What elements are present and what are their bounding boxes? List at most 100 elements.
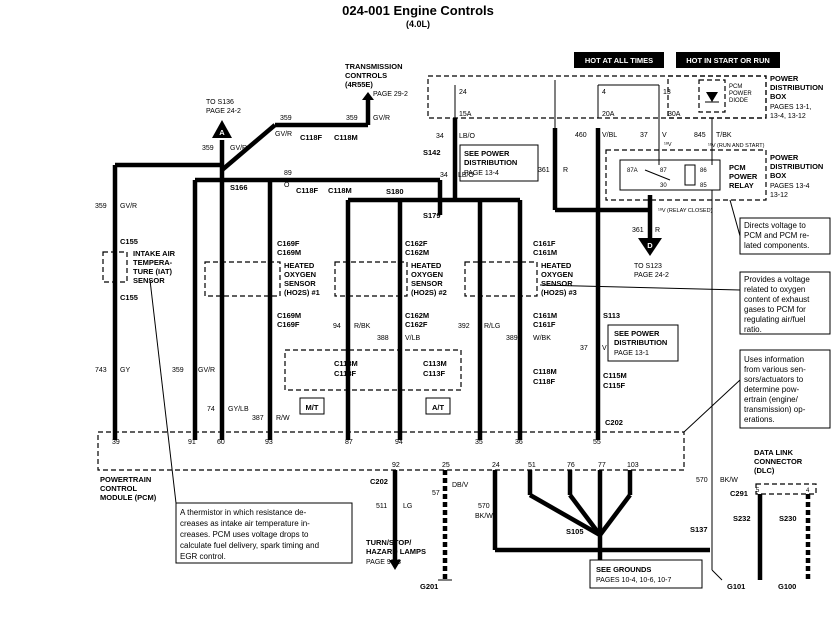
wire-511: 511 — [376, 503, 387, 510]
see-power-dist-2: SEE POWER DISTRIBUTION PAGE 13-1 — [607, 324, 679, 362]
pcm-pin-51: 51 — [528, 462, 536, 469]
see-grounds-box: SEE GROUNDS PAGES 10-4, 10-6, 10-7 — [589, 559, 703, 589]
pcm-pin-60: 60 — [217, 439, 225, 446]
wire-r: R — [563, 167, 568, 174]
pcm-note-1: Uses information — [744, 355, 804, 364]
ho2s1-label-2: OXYGEN — [284, 270, 316, 279]
see-power-2-1: SEE POWER — [614, 329, 660, 338]
label-at: A/T — [432, 403, 445, 412]
conn-c118m-b: C118M — [328, 186, 352, 195]
right-wires: D — [552, 118, 723, 581]
pcm-pin-76: 76 — [567, 462, 575, 469]
conn-c162f: C162F — [405, 239, 428, 248]
conn-c113m: C113M — [423, 359, 447, 368]
relay-pages-1: PAGES 13-4 — [770, 183, 810, 190]
turn-1: TURN/STOP/ — [366, 538, 412, 547]
conn-c162m: C162M — [405, 248, 429, 257]
pcm-pin-36: 36 — [515, 439, 523, 446]
conn-c118m-d: C118M — [533, 367, 557, 376]
relay-12v: ¹ºV — [664, 141, 672, 148]
pdb-label-2: DISTRIBUTION — [770, 83, 823, 92]
ground-g201: G201 — [420, 582, 438, 591]
pcm-note-2: from various sen- — [744, 365, 806, 374]
conn-c161f: C161F — [533, 239, 556, 248]
wire-392: 392 — [458, 323, 470, 330]
iat-note-3: creases. PCM uses voltage drops to — [180, 530, 309, 539]
pcm-pin-93: 93 — [265, 439, 273, 446]
relay-pdb-label-2: DISTRIBUTION — [770, 162, 823, 171]
wire-34-lbo: 34 — [436, 133, 444, 140]
wire-74: 74 — [207, 406, 215, 413]
wire-389: 389 — [506, 335, 518, 342]
grounds-1: SEE GROUNDS — [596, 565, 651, 574]
wire-v: V — [662, 132, 667, 139]
iat-label-1: INTAKE AIR — [133, 249, 176, 258]
pdb-label-1: POWER — [770, 74, 799, 83]
conn-c155-a: C155 — [120, 237, 138, 246]
ho2s1-label-3: SENSOR — [284, 279, 316, 288]
conn-c113f: C113F — [423, 369, 446, 378]
see-power-1-3: PAGE 13-4 — [464, 170, 499, 177]
splice-s137: S137 — [690, 525, 708, 534]
turn-3: PAGE 90-3 — [366, 559, 401, 566]
conn-c115m: C115M — [603, 371, 627, 380]
pcm-pin-39: 39 — [112, 439, 120, 446]
pdb-pages-1: PAGES 13-1, — [770, 104, 812, 111]
pcm-pin-25: 25 — [442, 462, 450, 469]
pdb-pages-2: 13-4, 13-12 — [770, 113, 806, 120]
wire-460: 460 — [575, 132, 587, 139]
trans-1: TRANSMISSION — [345, 62, 403, 71]
iat-note-5: EGR control. — [180, 552, 226, 561]
fuse-13-label: 13 — [663, 89, 671, 96]
wire-387: 387 — [252, 415, 264, 422]
fuse-15a-label: 15A — [459, 111, 472, 118]
wire-gvr-low: GV/R — [198, 367, 215, 374]
relay-pages-2: 13-12 — [770, 192, 788, 199]
diode-label-1: PCM — [729, 84, 742, 90]
ho2s2-label-1: HEATED — [411, 261, 442, 270]
wire-rw: R/W — [276, 415, 290, 422]
conn-c118f-c: C118F — [334, 369, 357, 378]
wire-rbk: R/BK — [354, 323, 371, 330]
relay-note-1: Directs voltage to — [744, 221, 806, 230]
pcm-label-1: POWERTRAIN — [100, 475, 151, 484]
wire-bkw-b: BK/W — [720, 477, 738, 484]
wire-570-a: 570 — [478, 503, 490, 510]
pcm-note-3: sors/actuators to — [744, 375, 804, 384]
hot-at-all-times-text: HOT AT ALL TIMES — [585, 56, 653, 65]
pcm-pin-91: 91 — [188, 439, 196, 446]
wire-gvr-b: GV/R — [275, 131, 292, 138]
wire-89: 89 — [284, 170, 292, 177]
wire-gvr-a: GV/R — [230, 145, 247, 152]
ground-g101: G101 — [727, 582, 745, 591]
dlc-label-3: (DLC) — [754, 466, 775, 475]
wire-359b: 359 — [280, 115, 292, 122]
pcm-note: Uses information from various sen- sors/… — [739, 349, 831, 429]
ho2s-1: HEATED OXYGEN SENSOR (HO2S) #1 — [204, 261, 320, 297]
trans-4: PAGE 29-2 — [373, 91, 408, 98]
hot-in-start-or-run-banner: HOT IN START OR RUN — [676, 52, 780, 68]
ho2s3-label-4: (HO2S) #3 — [541, 288, 577, 297]
ho2s-note-2: related to oxygen — [744, 285, 805, 294]
ho2s-note-1: Provides a voltage — [744, 275, 810, 284]
inline-connectors: C118M C118F C113M C113F C118M C118F M/T … — [284, 349, 557, 415]
conn-c161m: C161M — [533, 248, 557, 257]
conn-c118m-c: C118M — [334, 359, 358, 368]
conn-c118f-b: C118F — [296, 186, 319, 195]
to-s123-2: PAGE 24-2 — [634, 272, 669, 279]
wire-37-b: 37 — [580, 345, 588, 352]
to-s136-arrow — [212, 120, 232, 138]
fuse-4-label: 4 — [602, 89, 606, 96]
ho2s1-label-4: (HO2S) #1 — [284, 288, 320, 297]
ground-g100: G100 — [778, 582, 796, 591]
conn-c202-a: C202 — [605, 418, 623, 427]
wire-359c: 359 — [346, 115, 358, 122]
wire-570-b: 570 — [696, 477, 708, 484]
to-s123-arrow — [638, 238, 662, 256]
pcm-note-4: determine pow- — [744, 385, 799, 394]
fuse-30a-label: 30A — [668, 111, 681, 118]
conn-c161m-b: C161M — [533, 311, 557, 320]
splice-s179: S179 — [423, 211, 441, 220]
ho2s-note-3: content of exhaust — [744, 295, 810, 304]
pcm-note-6: transmission) op- — [744, 405, 806, 414]
